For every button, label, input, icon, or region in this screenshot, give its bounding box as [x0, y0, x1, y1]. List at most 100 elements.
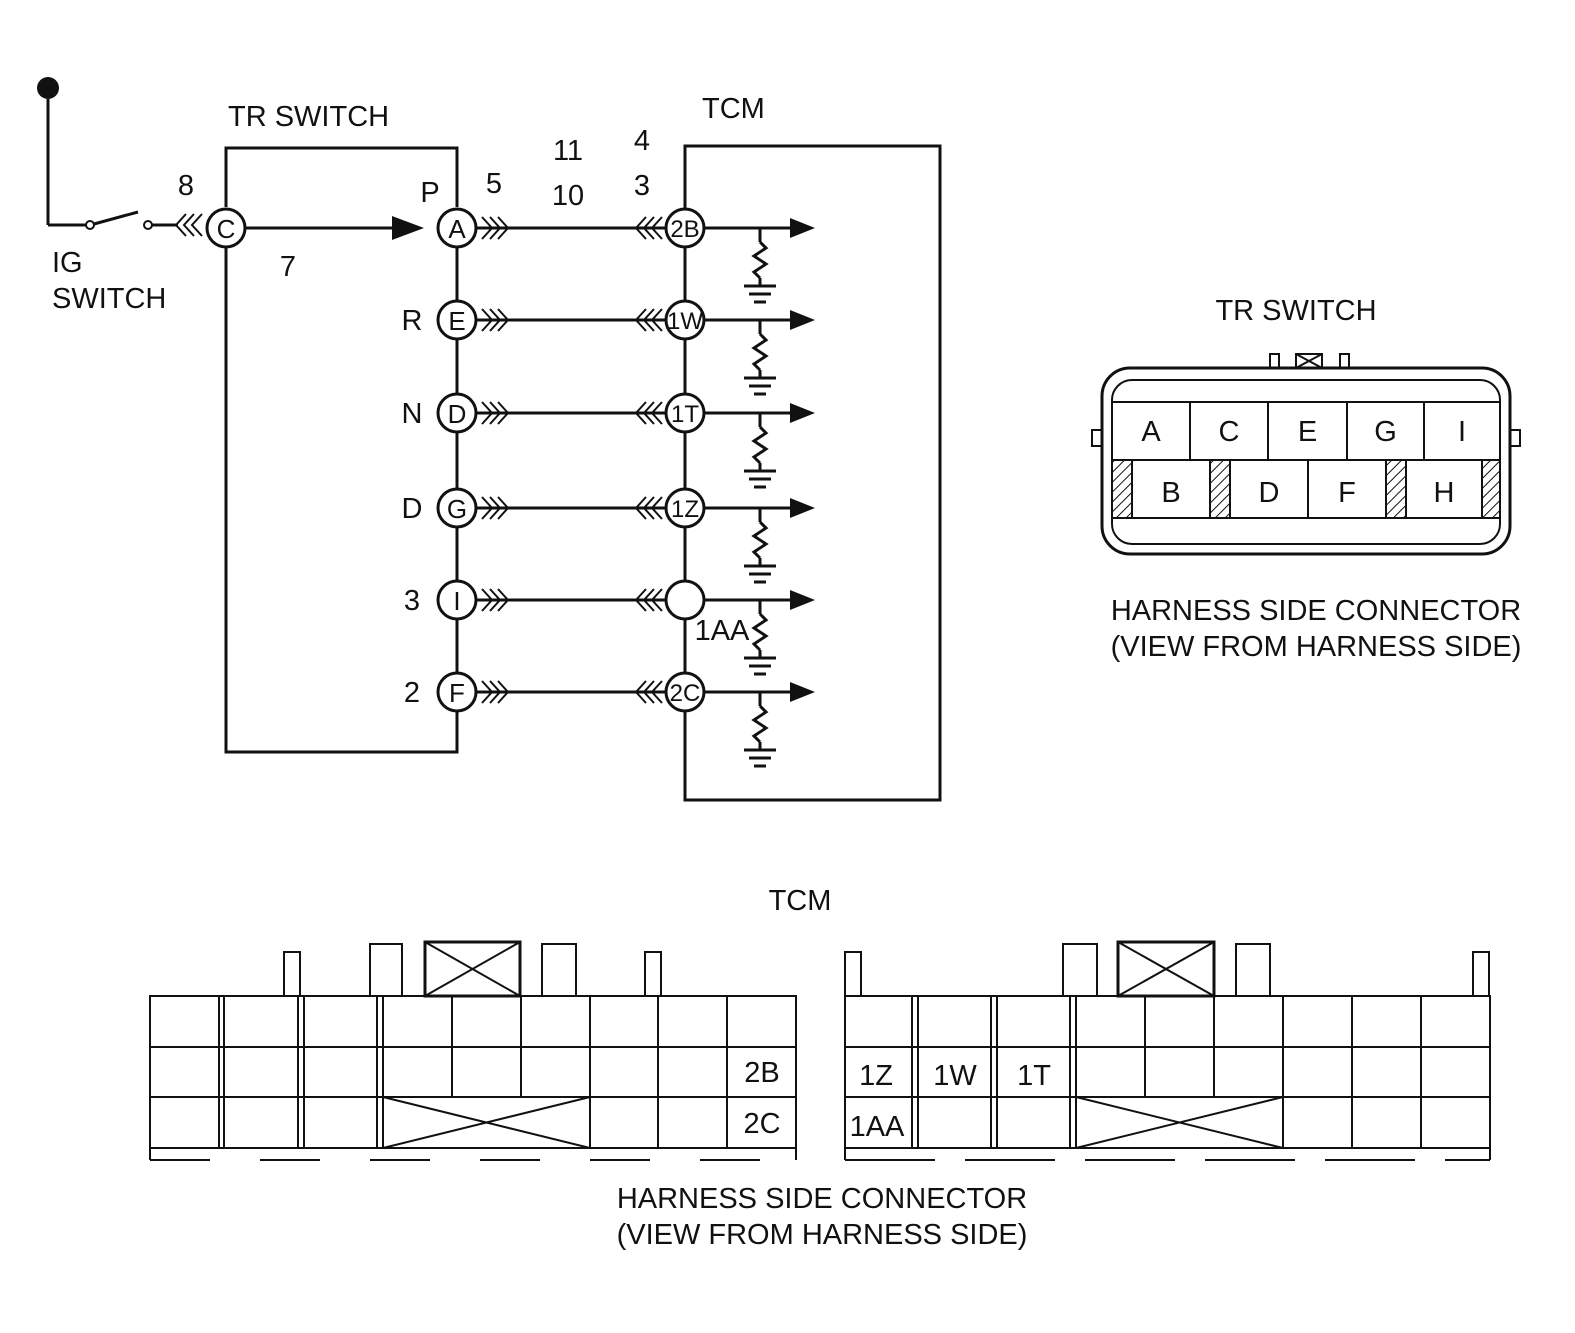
tcm-terminal-1aa	[664, 579, 706, 621]
tcm-pin-1z-label: 1Z	[859, 1060, 893, 1092]
tr-terminal-g	[436, 487, 478, 529]
tr-cavity-f	[1307, 459, 1387, 519]
connector-mark-icon	[481, 588, 510, 612]
signal-arrow-icon	[790, 590, 815, 610]
tr-blank-cavity	[1385, 459, 1407, 519]
callout-3: 3	[634, 170, 650, 202]
connector-mark-icon	[634, 496, 663, 520]
tr-terminal-g-label: G	[447, 494, 467, 524]
range-label-p: P	[420, 177, 439, 209]
ig-switch-icon	[85, 210, 178, 230]
position-row-e: ER 1W	[402, 299, 815, 396]
range-label-3: 3	[404, 585, 420, 617]
tcm-connector-right-block: 1Z 1W 1T 1AA	[844, 940, 1491, 1161]
tcm-terminal-2b-label: 2B	[670, 216, 699, 243]
tcm-title: TCM	[702, 93, 765, 125]
tr-terminal-f-label: F	[449, 678, 465, 708]
ground-icon	[744, 656, 776, 676]
schematic: TR SWITCH TCM IG SWITCH C	[37, 77, 942, 802]
tr-cavity-h-label: H	[1434, 477, 1455, 509]
ground-icon	[744, 748, 776, 768]
tr-cavity-a-label: A	[1141, 416, 1161, 448]
tr-terminal-e-label: E	[448, 306, 465, 336]
range-label-2: 2	[404, 677, 420, 709]
signal-arrow-icon	[790, 682, 815, 702]
tcm-pin-2b-label: 2B	[744, 1057, 779, 1089]
tcm-pin-1w-label: 1W	[933, 1060, 977, 1092]
tr-terminal-e	[436, 299, 478, 341]
callout-7: 7	[280, 251, 296, 283]
selector-arrow-head-icon	[392, 216, 424, 240]
ground-icon	[744, 376, 776, 396]
tr-connector-title: TR SWITCH	[1215, 295, 1376, 327]
tr-connector-housing-inner	[1111, 379, 1501, 545]
signal-arrow-icon	[790, 498, 815, 518]
tcm-connector-caption-line2: (VIEW FROM HARNESS SIDE)	[617, 1219, 1028, 1251]
connector-mark-icon	[481, 680, 510, 704]
tr-blank-cavity	[1111, 459, 1133, 519]
ground-icon	[744, 284, 776, 304]
tr-cavity-d-label: D	[1259, 477, 1280, 509]
connector-mark-icon	[634, 588, 663, 612]
tcm-terminal-1t-label: 1T	[671, 401, 699, 428]
callout-8: 8	[178, 170, 194, 202]
tr-cavity-f-label: F	[1338, 477, 1356, 509]
ig-switch-label-line1: IG	[52, 247, 83, 279]
pull-down-resistor-icon	[751, 320, 769, 378]
connector-mark-icon	[174, 213, 203, 237]
step-callouts: 8 7 5 11 10 4 3	[178, 125, 650, 283]
tcm-terminal-1aa-label: 1AA	[695, 615, 750, 647]
connector-mark-icon	[481, 216, 510, 240]
tcm-connector-left-block: 2B 2C	[149, 940, 797, 1161]
power-source-icon	[37, 77, 86, 227]
tcm-pin-1aa-label: 1AA	[850, 1111, 905, 1143]
connector-mark-icon	[481, 401, 510, 425]
tr-switch-box-top	[224, 146, 459, 207]
range-label-n: N	[402, 398, 423, 430]
connector-mark-icon	[634, 308, 663, 332]
tr-switch-title: TR SWITCH	[228, 101, 389, 133]
tr-connector-housing-outer	[1100, 366, 1512, 556]
callout-11: 11	[553, 135, 583, 167]
connector-latch-icon	[1269, 353, 1350, 369]
tr-blank-cavity	[1209, 459, 1231, 519]
callout-5: 5	[486, 168, 502, 200]
range-label-d: D	[402, 493, 423, 525]
tr-terminal-a-label: A	[448, 214, 466, 244]
tr-cavity-i-label: I	[1458, 416, 1466, 448]
signal-arrow-icon	[790, 218, 815, 238]
tr-cavity-c-label: C	[1219, 416, 1240, 448]
pull-down-resistor-icon	[751, 692, 769, 750]
tcm-connector-title: TCM	[769, 885, 832, 917]
connector-mark-icon	[481, 308, 510, 332]
tcm-terminal-1w-label: 1W	[667, 308, 703, 335]
tcm-pin-1t-label: 1T	[1017, 1060, 1051, 1092]
tcm-connector: TCM	[149, 885, 1491, 1251]
position-row-a: AP 2B	[420, 177, 815, 304]
tr-cavity-g-label: G	[1374, 416, 1397, 448]
position-row-g: GD 1Z	[402, 487, 815, 584]
position-row-f: F2 2C	[404, 671, 815, 768]
connector-mark-icon	[481, 496, 510, 520]
tcm-terminal-1z-label: 1Z	[671, 496, 699, 523]
tr-terminal-c-label: C	[217, 214, 236, 244]
tr-connector-caption-line1: HARNESS SIDE CONNECTOR	[1111, 595, 1521, 627]
callout-10: 10	[552, 180, 584, 212]
tcm-connector-caption-line1: HARNESS SIDE CONNECTOR	[617, 1183, 1027, 1215]
pull-down-resistor-icon	[751, 413, 769, 471]
connector-mark-icon	[634, 216, 663, 240]
ground-icon	[744, 469, 776, 489]
tcm-pin-2c-label: 2C	[743, 1108, 780, 1140]
tr-connector-caption-line2: (VIEW FROM HARNESS SIDE)	[1111, 631, 1522, 663]
tr-terminal-d	[436, 392, 478, 434]
tcm-terminal-2c-label: 2C	[670, 680, 701, 707]
tr-terminal-i	[436, 579, 478, 621]
range-label-r: R	[402, 305, 423, 337]
